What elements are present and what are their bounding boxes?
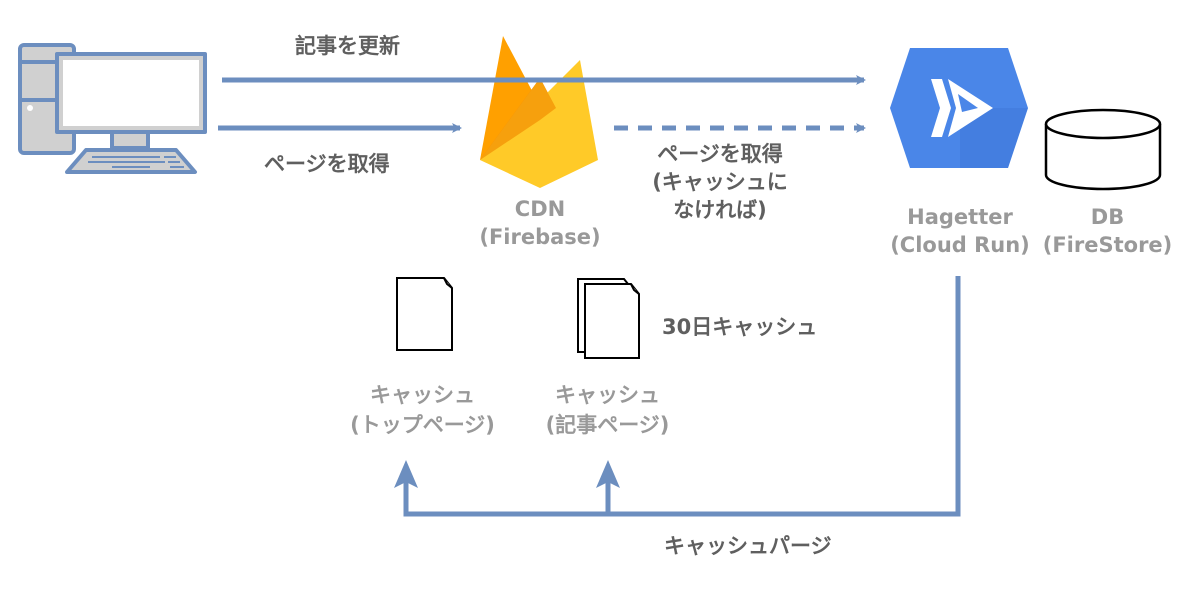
cache-article-label: キャッシュ (記事ページ) [525, 380, 690, 440]
db-subtitle: (FireStore) [1042, 233, 1173, 257]
cache-article-line-1: キャッシュ [555, 383, 660, 407]
get-page-on-miss-line-1: ページを取得 [657, 142, 783, 166]
get-page-on-miss-label: ページを取得 (キャッシュに なければ) [630, 140, 810, 224]
cache-ttl-label: 30日キャッシュ [662, 315, 818, 339]
purge-arrowhead-top-page [394, 460, 418, 488]
cache-article-line-2: (記事ページ) [545, 413, 670, 437]
cache-top-line-2: (トップページ) [350, 413, 495, 437]
single-document-icon [396, 277, 453, 351]
purge-arrowhead-article-page [596, 460, 620, 488]
cdn-title: CDN [514, 197, 566, 221]
desktop-computer-icon [18, 43, 207, 174]
get-page-on-miss-line-3: なければ) [673, 198, 767, 222]
cache-top-label: キャッシュ (トップページ) [330, 380, 515, 440]
db-label: DB (FireStore) [1040, 203, 1175, 259]
cache-purge-label: キャッシュパージ [664, 534, 832, 558]
app-subtitle: (Cloud Run) [890, 233, 1030, 257]
get-page-label: ページを取得 [264, 152, 390, 176]
db-title: DB [1090, 205, 1125, 229]
get-page-on-miss-line-2: (キャッシュに [652, 170, 788, 194]
cloud-run-icon [890, 48, 1028, 168]
cache-top-line-1: キャッシュ [370, 383, 475, 407]
firebase-icon [480, 36, 598, 188]
cdn-label: CDN (Firebase) [470, 195, 610, 251]
update-article-label: 記事を更新 [295, 34, 400, 58]
app-title: Hagetter [907, 205, 1013, 229]
app-label: Hagetter (Cloud Run) [880, 203, 1040, 259]
cdn-subtitle: (Firebase) [479, 225, 601, 249]
stacked-documents-icon [577, 278, 640, 359]
database-cylinder-icon [1044, 108, 1162, 191]
